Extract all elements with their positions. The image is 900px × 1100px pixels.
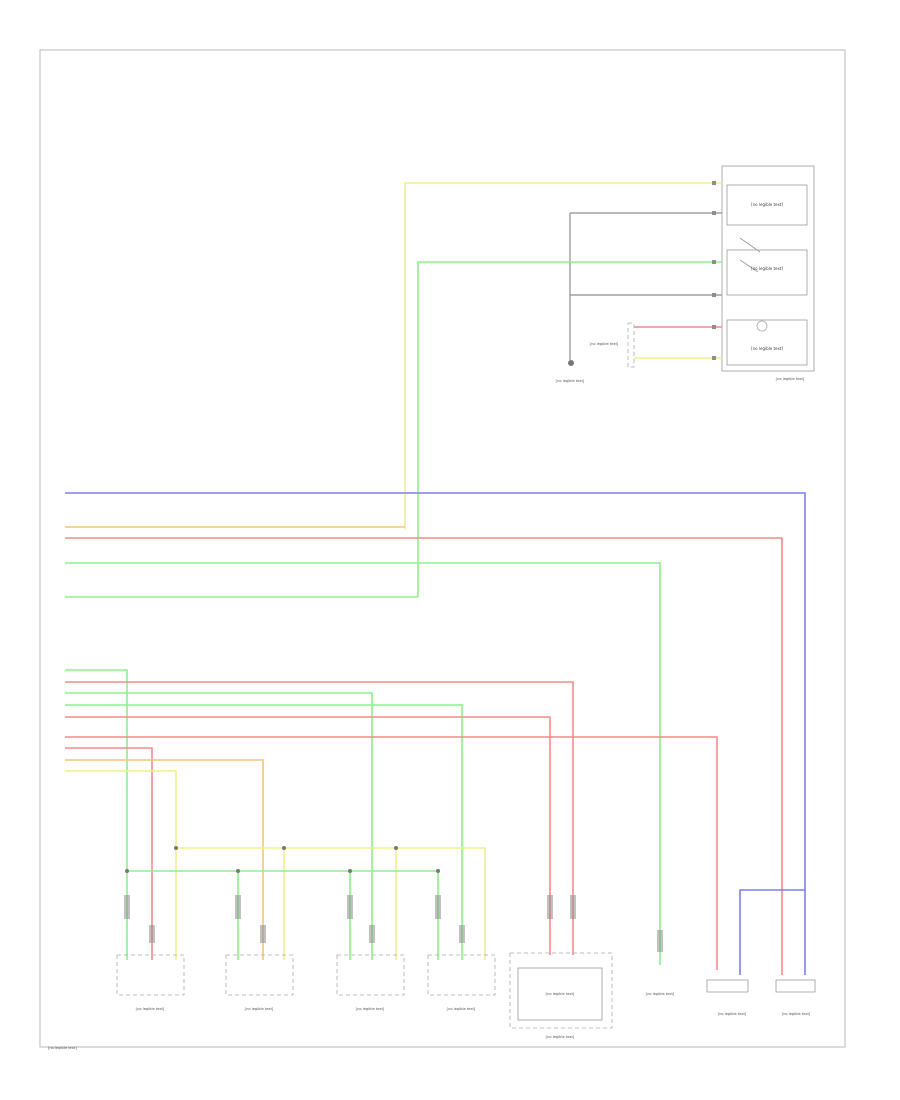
wire-green-top (417, 261, 722, 597)
sensor-2-caption: [no legible text] (245, 1007, 274, 1011)
wire-blue-horn (739, 889, 805, 975)
wire-green-sensor-4 (65, 704, 463, 960)
module-lamp-section (726, 319, 808, 366)
ground-caption: [no legible text] (556, 379, 585, 383)
lamp-icon (756, 320, 768, 332)
wire-red-horn (65, 736, 718, 970)
module-upper-section (726, 184, 808, 226)
switch-contact-icon (739, 259, 759, 273)
ground-point-caption: [no legible text] (646, 992, 675, 996)
module-switch-section (726, 249, 808, 296)
horn-1-icon (706, 979, 749, 993)
ground-point-icon (568, 360, 574, 366)
wire-green-bus (127, 870, 439, 960)
sensor-4-box (427, 954, 496, 996)
module-label-1: [no legible text] (751, 202, 783, 207)
horn-2-icon (775, 979, 816, 993)
module-label-3: [no legible text] (751, 346, 783, 351)
control-unit-caption: [no legible text] (546, 1035, 575, 1039)
module-caption: [no legible text] (776, 377, 805, 381)
wire-yellow-bus (176, 847, 486, 960)
control-unit-inner (517, 967, 603, 1021)
wire-yellow-sensor-1 (65, 770, 177, 960)
control-unit-box (509, 952, 613, 1029)
wire-green-sensor-3 (65, 692, 373, 960)
module-label-2: [no legible text] (751, 266, 783, 271)
sensor-2-box (225, 954, 294, 996)
control-unit-text: [no legible text] (546, 992, 575, 996)
wire-blue-main (65, 492, 806, 975)
splice-points (125, 846, 440, 873)
hood-sensor-caption: [no legible text] (590, 342, 619, 346)
module-connector-pins (712, 181, 716, 360)
sensor-3-box (336, 954, 405, 996)
sensor-4-caption: [no legible text] (447, 1007, 476, 1011)
sensor-1-box (116, 954, 185, 996)
wire-orange-sensor-2 (65, 759, 264, 960)
wire-green-long (65, 562, 661, 965)
wire-red-ecu-2 (65, 716, 551, 955)
top-right-module (721, 165, 815, 372)
wire-red-sensor-1 (65, 747, 153, 960)
switch-icon (739, 237, 761, 253)
horn-2-caption: [no legible text] (782, 1012, 811, 1016)
wire-yellow-top (404, 182, 722, 530)
sensor-3-caption: [no legible text] (356, 1007, 385, 1011)
hood-sensor-connector (627, 322, 635, 368)
sensor-1-caption: [no legible text] (136, 1007, 165, 1011)
sensor-connector-stubs (124, 895, 663, 952)
diagram-frame (39, 49, 846, 1048)
wire-red-ecu-1 (65, 681, 574, 955)
wire-red-main (65, 537, 783, 975)
wire-green-sensor-1 (65, 669, 128, 960)
footer-code: [no legible text] (48, 1046, 77, 1050)
horn-1-caption: [no legible text] (718, 1012, 747, 1016)
